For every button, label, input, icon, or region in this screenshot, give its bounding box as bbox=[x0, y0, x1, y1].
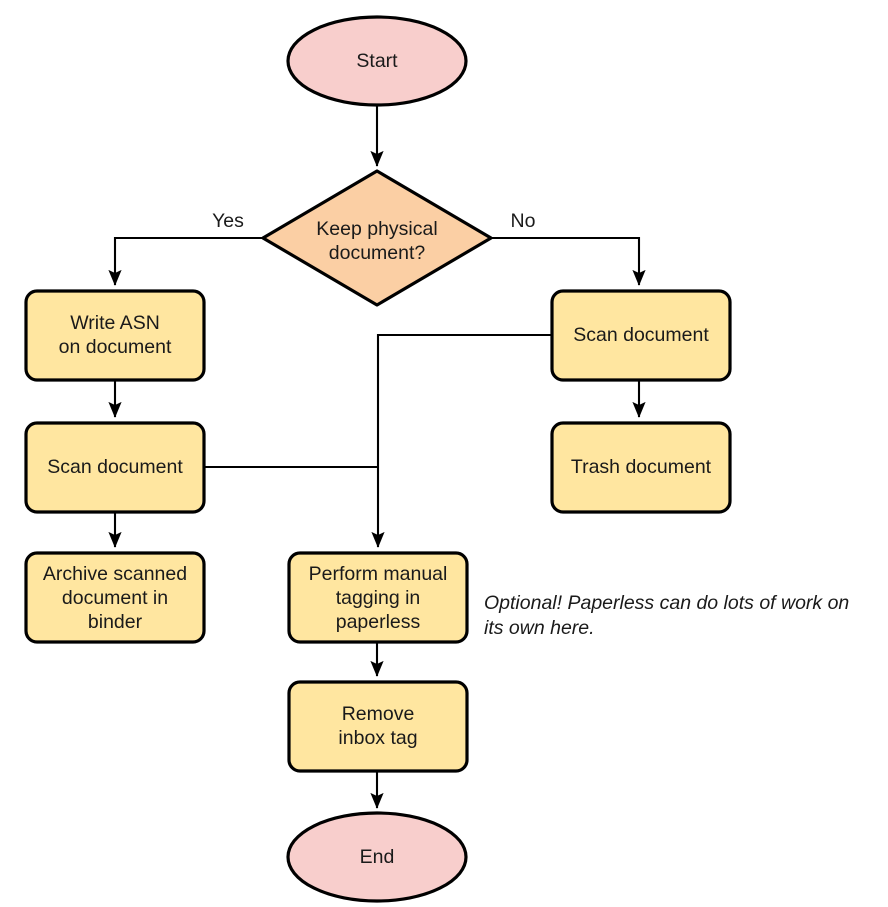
annotation-optional-note: Optional! Paperless can do lots of work … bbox=[484, 592, 849, 639]
node-tagging-label-line1: Perform manual bbox=[309, 563, 448, 585]
node-tagging-label-line3: paperless bbox=[336, 611, 421, 633]
node-remove-inbox-label-line2: inbox tag bbox=[338, 727, 417, 749]
edge-decision-to-scan-right: No bbox=[491, 210, 646, 286]
node-trash-document-label: Trash document bbox=[571, 456, 712, 478]
node-scan-document-left-label: Scan document bbox=[47, 456, 183, 478]
node-end[interactable]: End bbox=[286, 811, 468, 903]
annotation-line-1: Optional! Paperless can do lots of work … bbox=[484, 592, 849, 614]
node-archive-scanned-document[interactable]: Archive scanned document in binder bbox=[24, 551, 206, 644]
node-archive-label-line3: binder bbox=[88, 611, 143, 633]
node-write-asn-label-line1: Write ASN bbox=[70, 312, 160, 334]
node-decision-label-line1: Keep physical bbox=[316, 218, 437, 240]
edge-scan-right-to-tagging bbox=[371, 333, 552, 548]
edge-label-no: No bbox=[511, 210, 536, 232]
node-start-label: Start bbox=[356, 50, 398, 72]
node-decision-label-line2: document? bbox=[329, 242, 426, 264]
node-write-asn-label-line2: on document bbox=[59, 336, 172, 358]
node-remove-inbox-label-line1: Remove bbox=[342, 703, 415, 725]
node-write-asn-on-document[interactable]: Write ASN on document bbox=[24, 289, 206, 382]
node-decision-keep-physical-document[interactable]: Keep physical document? bbox=[261, 169, 493, 307]
node-trash-document[interactable]: Trash document bbox=[550, 421, 732, 514]
node-end-label: End bbox=[360, 846, 395, 868]
node-remove-inbox-tag[interactable]: Remove inbox tag bbox=[287, 680, 469, 773]
node-archive-label-line2: document in bbox=[62, 587, 168, 609]
edge-decision-to-write-asn: Yes bbox=[108, 210, 263, 286]
annotation-line-2: its own here. bbox=[484, 617, 595, 639]
node-tagging-label-line2: tagging in bbox=[336, 587, 421, 609]
edge-label-yes: Yes bbox=[212, 210, 244, 232]
node-archive-label-line1: Archive scanned bbox=[43, 563, 187, 585]
node-start[interactable]: Start bbox=[286, 15, 468, 107]
node-scan-document-right-label: Scan document bbox=[573, 324, 709, 346]
node-scan-document-left[interactable]: Scan document bbox=[24, 421, 206, 514]
node-perform-manual-tagging[interactable]: Perform manual tagging in paperless bbox=[287, 551, 469, 644]
node-scan-document-right[interactable]: Scan document bbox=[550, 289, 732, 382]
